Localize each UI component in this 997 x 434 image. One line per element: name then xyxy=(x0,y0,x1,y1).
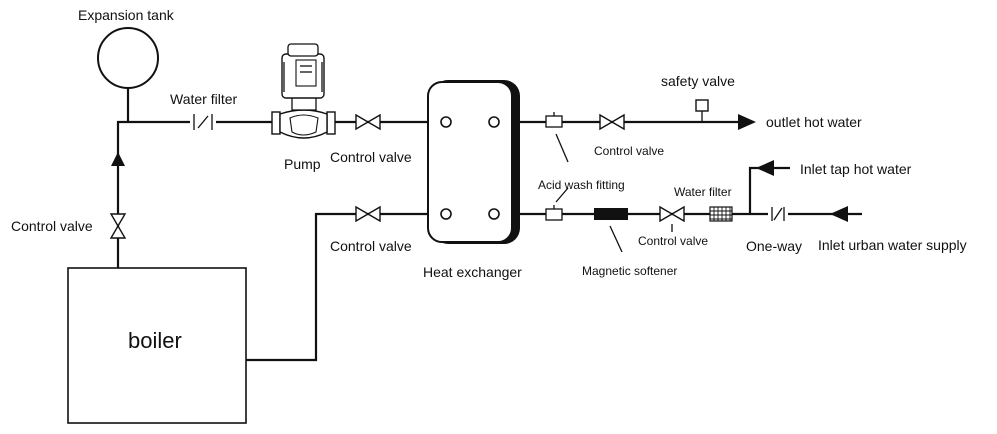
control-valve-right-bottom-icon xyxy=(659,205,685,223)
safety-valve-icon xyxy=(695,99,709,122)
water-filter-right-icon xyxy=(709,206,733,222)
water-filter-top-icon xyxy=(190,114,216,130)
boiler-supply-pipe xyxy=(116,120,272,268)
label-magnetic-softener: Magnetic softener xyxy=(582,264,677,278)
control-valve-top-icon xyxy=(355,113,381,131)
label-boiler: boiler xyxy=(128,328,182,353)
inlet-tap-branch-pipe xyxy=(748,166,790,214)
boiler-box xyxy=(67,267,247,424)
magnetic-softener-icon xyxy=(594,208,628,220)
label-pump: Pump xyxy=(284,156,321,172)
inlet-tap-arrow-icon xyxy=(756,160,774,176)
label-outlet-hot-water: outlet hot water xyxy=(766,114,862,130)
label-water-filter-right: Water filter xyxy=(674,185,732,199)
heat-exchanger-icon xyxy=(427,80,520,244)
control-valve-bottom-icon xyxy=(355,205,381,223)
label-expansion-tank: Expansion tank xyxy=(78,7,175,23)
label-inlet-tap-hot-water: Inlet tap hot water xyxy=(800,161,912,177)
label-safety-valve: safety valve xyxy=(661,73,735,89)
label-one-way: One-way xyxy=(746,238,802,254)
acid-wash-fitting-bottom-icon xyxy=(545,205,563,221)
label-inlet-urban-water-supply: Inlet urban water supply xyxy=(818,237,967,253)
label-water-filter-top: Water filter xyxy=(170,91,237,107)
control-valve-left-icon xyxy=(109,213,127,239)
label-control-valve-top: Control valve xyxy=(330,149,412,165)
control-valve-right-top-icon xyxy=(599,113,625,131)
label-control-valve-right-top: Control valve xyxy=(594,144,664,158)
expansion-tank-icon xyxy=(97,27,159,89)
label-control-valve-left: Control valve xyxy=(11,218,93,234)
label-control-valve-right-bottom: Control valve xyxy=(638,234,708,248)
acid-wash-leader-bottom xyxy=(555,187,569,203)
acid-wash-leader-top xyxy=(555,133,569,163)
label-control-valve-bottom: Control valve xyxy=(330,238,412,254)
outlet-arrow-icon xyxy=(738,114,756,130)
inlet-supply-arrow-icon xyxy=(830,206,848,222)
label-acid-wash-fitting: Acid wash fitting xyxy=(538,178,625,192)
label-heat-exchanger: Heat exchanger xyxy=(423,264,522,280)
one-way-valve-icon xyxy=(768,207,788,221)
magnetic-softener-leader xyxy=(609,225,623,253)
boiler-return-pipe xyxy=(246,212,446,362)
pump-icon xyxy=(271,43,336,139)
acid-wash-fitting-top-icon xyxy=(545,112,563,128)
flow-arrow-up-icon xyxy=(111,152,125,166)
